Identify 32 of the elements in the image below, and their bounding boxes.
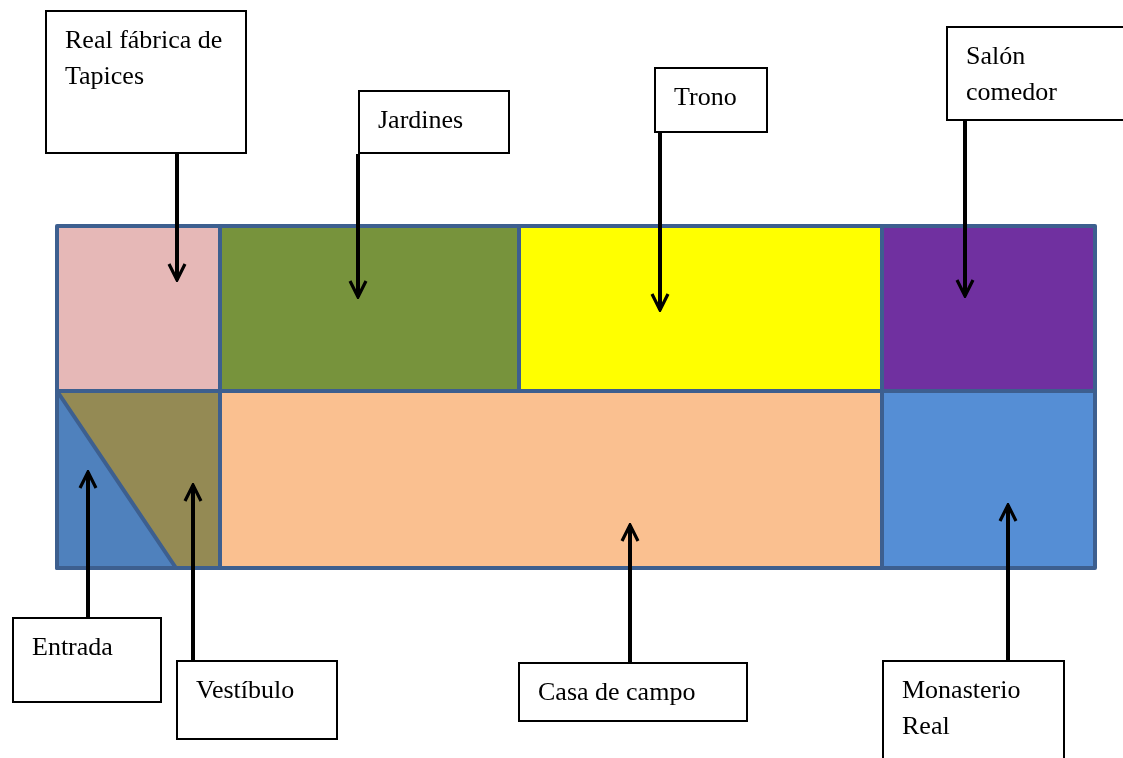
arrow (650, 133, 670, 312)
callout-box (882, 660, 1065, 758)
room-area (220, 226, 519, 391)
arrow (955, 121, 975, 298)
room-label: Entrada (32, 631, 113, 663)
room-label: Casa de campo (538, 676, 696, 708)
arrow (348, 154, 368, 299)
room-area (519, 226, 882, 391)
callout-box (518, 662, 748, 722)
room-area (882, 391, 1095, 568)
arrow (183, 483, 203, 660)
arrow (620, 523, 640, 662)
callout-box (358, 90, 510, 154)
room-label: Real fábrica de Tapices (65, 24, 224, 92)
room-label: Vestíbulo (196, 674, 295, 706)
callout-box (12, 617, 162, 703)
room-area (57, 391, 176, 568)
room-area (57, 391, 220, 568)
room-area (220, 391, 882, 568)
callout-box (654, 67, 768, 133)
room-label: Jardines (378, 104, 464, 136)
callout-box (176, 660, 338, 740)
callout-box (946, 26, 1123, 121)
room-label: Salón comedor (966, 40, 1058, 108)
room-area (882, 226, 1095, 391)
arrow (998, 503, 1018, 660)
arrow (78, 470, 98, 617)
room-label: Monasterio Real (902, 674, 1022, 742)
arrow (167, 154, 187, 282)
room-label: Trono (674, 81, 737, 113)
room-area (57, 226, 220, 391)
callout-box (45, 10, 247, 154)
